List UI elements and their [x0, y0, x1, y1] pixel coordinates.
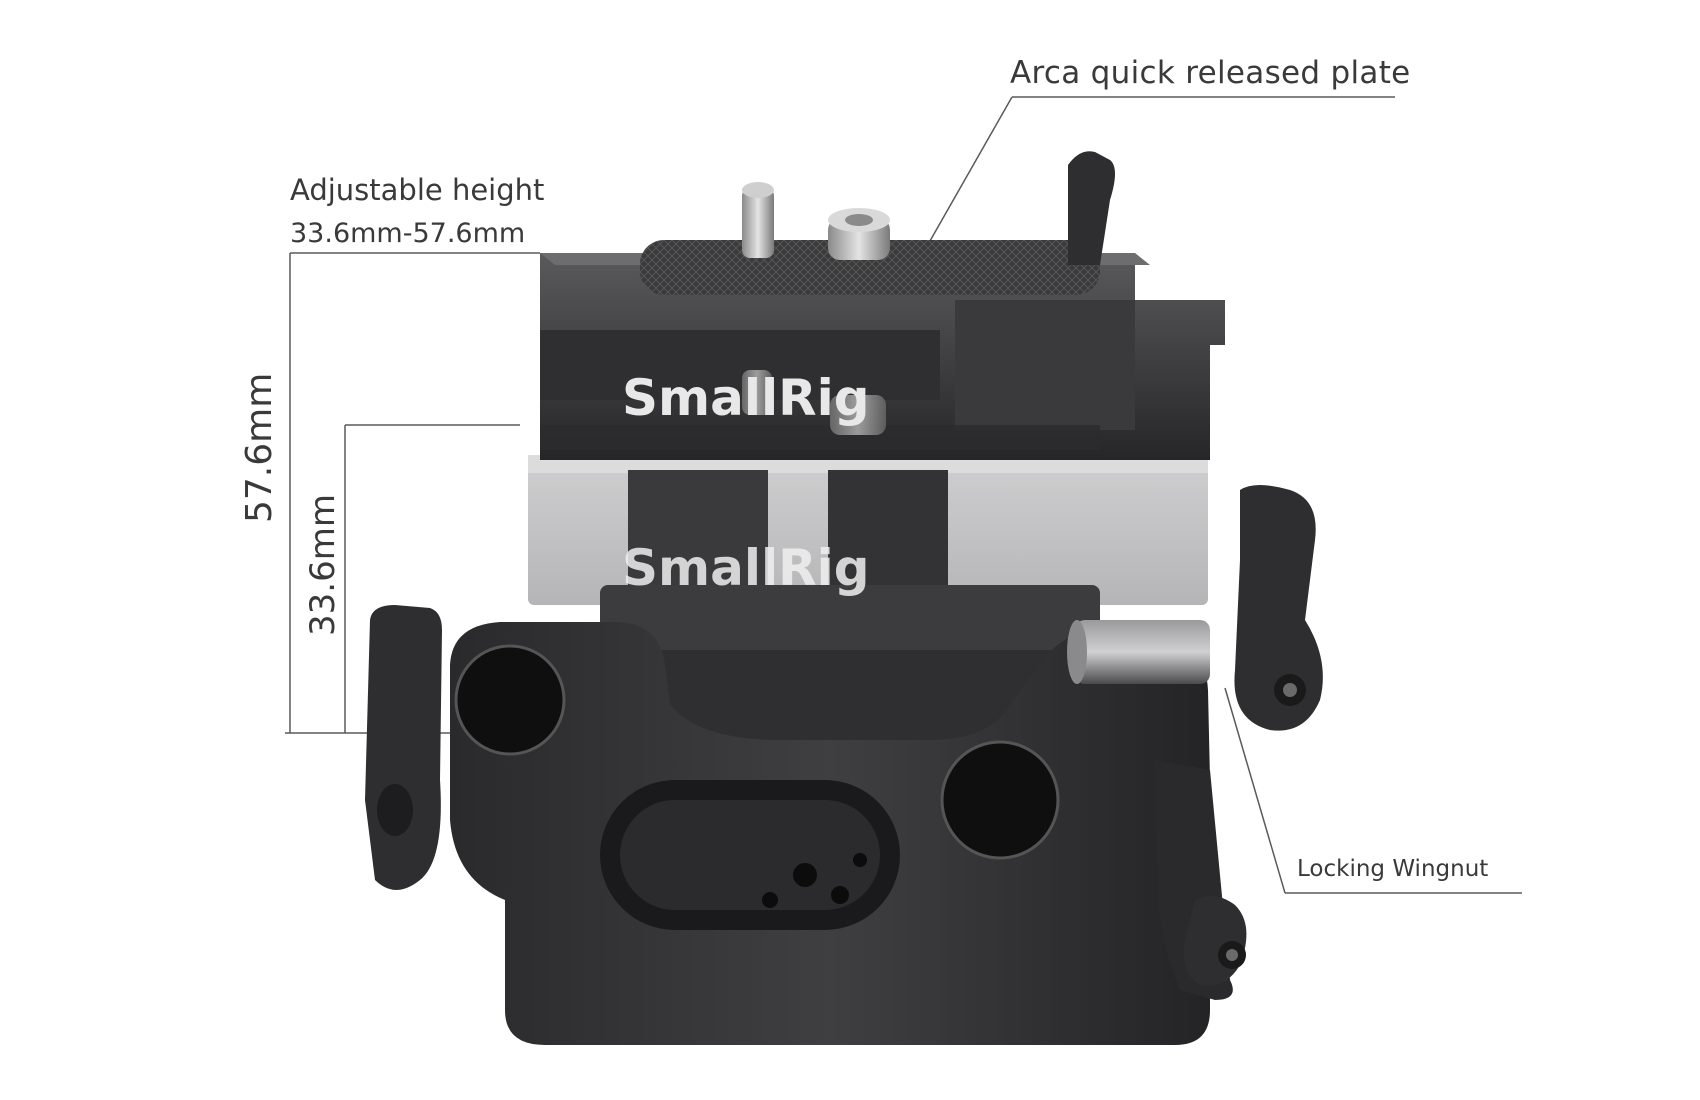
dimension-lines	[285, 96, 1522, 894]
top-plate	[540, 240, 1225, 460]
top-lever	[1068, 151, 1115, 265]
min-height-dimension: 33.6mm	[303, 494, 343, 636]
locking-wingnut-label: Locking Wingnut	[1297, 856, 1489, 882]
screws	[742, 182, 890, 435]
right-rod	[1067, 620, 1210, 684]
right-wingnut-upper	[1234, 485, 1323, 731]
adjustable-height-range: 33.6mm-57.6mm	[290, 218, 526, 249]
max-height-dimension: 57.6mm	[239, 372, 280, 523]
adjustable-height-label: Adjustable height	[290, 173, 545, 207]
right-wingnut-lower	[1155, 760, 1247, 1000]
brand-mark-ghost: SmallRig	[622, 539, 870, 597]
arca-plate-label: Arca quick released plate	[1010, 55, 1411, 91]
left-wingnut	[365, 605, 442, 890]
center-block	[600, 585, 1100, 740]
rod-clamp-base	[450, 622, 1210, 1045]
brand-mark-top: SmallRig	[622, 369, 870, 427]
